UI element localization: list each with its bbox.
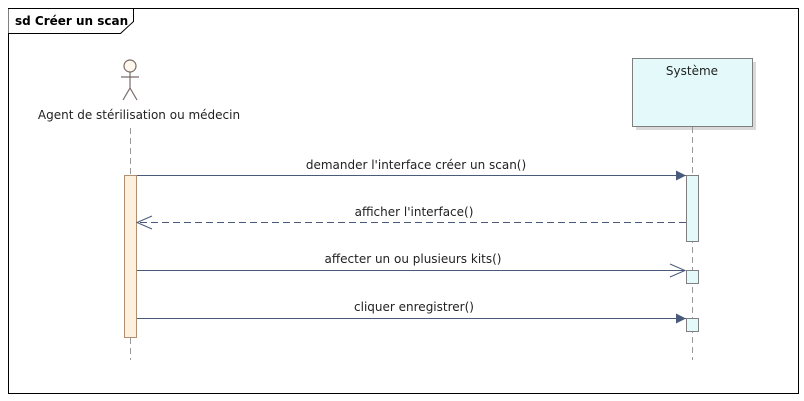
actor-head: [123, 59, 137, 73]
actor-figure: [121, 59, 139, 101]
system-name: Système: [666, 64, 718, 78]
system-activation-bar: [686, 175, 699, 242]
message-label: afficher l'interface(): [355, 205, 474, 219]
frame-title-tab: [8, 8, 134, 34]
message-arrowhead: [669, 263, 687, 278]
actor-name: Agent de stérilisation ou médecin: [38, 108, 240, 122]
message-label: cliquer enregistrer(): [354, 300, 474, 314]
message-label: affecter un ou plusieurs kits(): [325, 252, 502, 266]
frame-title: sd Créer un scan: [15, 14, 128, 28]
message-label: demander l'interface créer un scan(): [306, 158, 526, 172]
system-activation-bar: [686, 270, 699, 284]
actor-right-leg: [129, 87, 138, 101]
message-arrowhead: [135, 215, 153, 230]
system-activation-bar: [686, 318, 699, 332]
system-box: [632, 58, 753, 127]
actor-activation-bar: [124, 175, 137, 338]
actor-left-leg: [122, 87, 131, 101]
